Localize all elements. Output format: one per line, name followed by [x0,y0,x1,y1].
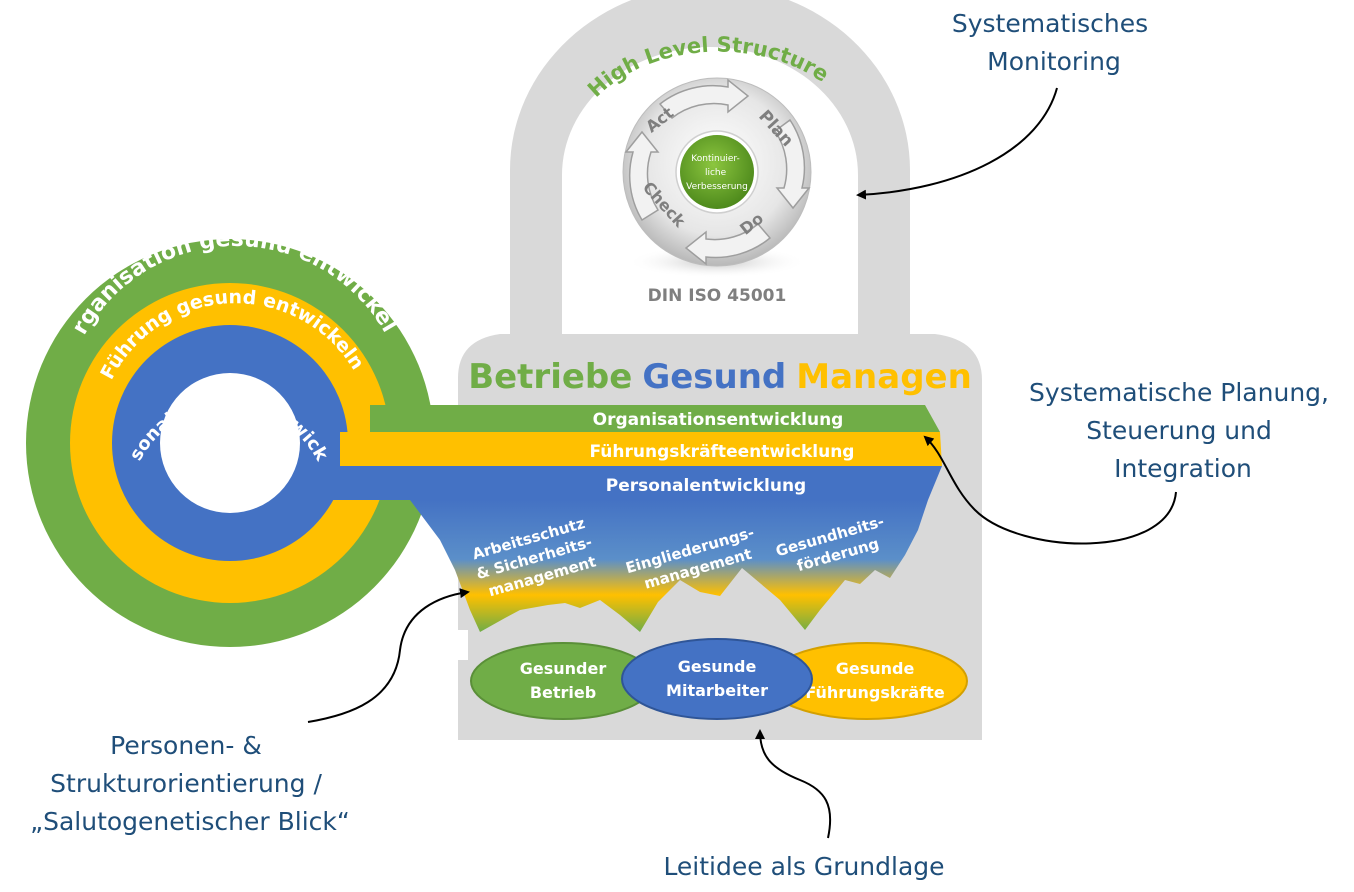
band-personal [310,466,942,500]
pdca-arrow-plan [773,118,811,210]
pdca-arrow-act [658,78,750,120]
annotation-planung: Systematische Planung, Steuerung und Int… [1029,378,1337,483]
arrow-monitoring [856,87,1058,200]
band-label-fuehrung: Führungskräfteentwicklung [590,442,855,462]
arrow-personen [307,588,470,723]
pdca-arrow-do [684,222,772,266]
annotation-leitidee: Leitidee als Grundlage [663,852,944,881]
band-label-organisation: Organisationsentwicklung [593,410,844,430]
band-organisation [370,405,940,432]
pdca-center [680,135,754,209]
arrow-leitidee [755,729,832,839]
annotation-personen: Personen- & Strukturorientierung / „Salu… [30,731,350,836]
pdca-center-label: Kontinuier- liche Verbesserung [686,154,748,192]
pdca-arrow-check [624,130,660,222]
key-blade [410,500,928,632]
band-fuehrung [340,432,942,466]
din-standard-label: DIN ISO 45001 [648,286,787,306]
arrow-planung [923,435,1177,545]
pdca-cycle: Kontinuier- liche Verbesserung Act Plan … [622,77,812,278]
annotation-monitoring: Systematisches Monitoring [952,9,1156,76]
band-label-personal: Personalentwicklung [606,476,806,496]
key-hole [160,373,300,513]
